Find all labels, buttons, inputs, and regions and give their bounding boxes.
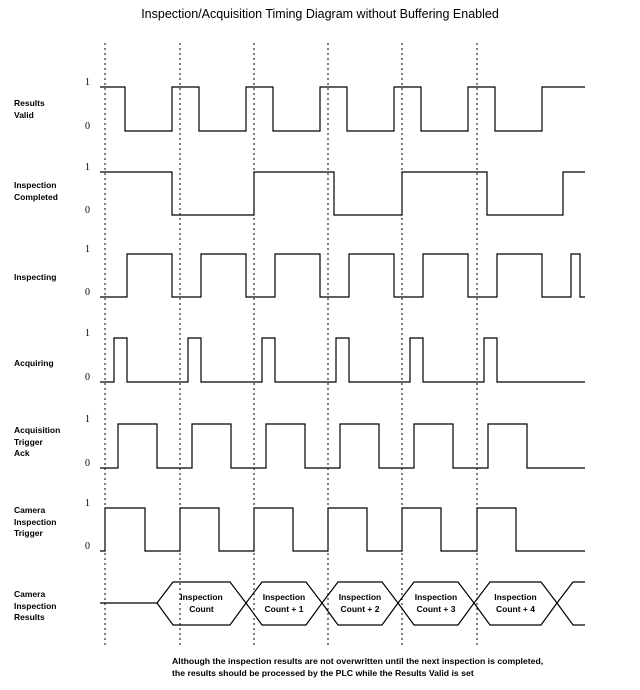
bus-tail-bottom — [556, 602, 585, 626]
axis-high-value-acquiring: 1 — [85, 328, 90, 339]
signal-label-inspecting: Inspecting — [14, 272, 57, 282]
waveform-inspecting — [100, 253, 585, 298]
axis-high-value-inspecting: 1 — [85, 244, 90, 255]
waveform-acquiring — [100, 337, 585, 383]
bus-waveform-group — [100, 581, 585, 626]
axis-low-value-results-valid: 0 — [85, 121, 90, 132]
waveform-inspection-completed — [100, 171, 585, 216]
bus-cell-label-4: Inspection Count + 4 — [494, 592, 537, 614]
bus-cell-top-1 — [245, 581, 323, 604]
signal-label-inspection-completed: Inspection Completed — [14, 180, 58, 202]
gridlines-group — [104, 43, 478, 646]
page-title: Inspection/Acquisition Timing Diagram wi… — [141, 7, 499, 21]
axis-low-value-inspecting: 0 — [85, 287, 90, 298]
axis-high-value-acquisition-trigger-ack: 1 — [85, 414, 90, 425]
axis-high-value-inspection-completed: 1 — [85, 162, 90, 173]
bus-cell-bottom-1 — [245, 602, 323, 626]
bus-cell-label-3: Inspection Count + 3 — [414, 592, 458, 614]
bus-cell-bottom-3 — [397, 602, 475, 626]
bus-tail-top — [556, 581, 585, 604]
bus-cell-bottom-2 — [321, 602, 399, 626]
signal-label-acquiring: Acquiring — [14, 358, 54, 368]
signal-label-results-valid: Results Valid — [14, 98, 45, 120]
bus-cell-top-4 — [473, 581, 558, 604]
signal-label-acquisition-trigger-ack: Acquisition Trigger Ack — [14, 425, 61, 458]
bus-cell-top-3 — [397, 581, 475, 604]
axis-low-value-acquisition-trigger-ack: 0 — [85, 458, 90, 469]
waveform-camera-inspection-trigger — [100, 507, 585, 552]
axis-low-value-inspection-completed: 0 — [85, 205, 90, 216]
bus-cell-bottom-4 — [473, 602, 558, 626]
bus-cell-top-2 — [321, 581, 399, 604]
bus-cell-bottom-0 — [156, 602, 247, 626]
waveforms-group — [100, 86, 585, 552]
waveform-acquisition-trigger-ack — [100, 423, 585, 469]
bus-cell-label-1: Inspection Count + 1 — [262, 592, 306, 614]
footnote-text: Although the inspection results are not … — [172, 656, 544, 678]
waveform-results-valid — [100, 86, 585, 132]
axis-high-value-camera-inspection-trigger: 1 — [85, 498, 90, 509]
bus-cell-label-0: Inspection Count — [180, 592, 223, 614]
bus-cell-label-2: Inspection Count + 2 — [338, 592, 382, 614]
bus-cell-top-0 — [156, 581, 247, 604]
signal-label-camera-inspection-trigger: Camera Inspection Trigger — [14, 505, 57, 538]
axis-low-value-acquiring: 0 — [85, 372, 90, 383]
axis-low-value-camera-inspection-trigger: 0 — [85, 541, 90, 552]
signal-label-camera-inspection-results: Camera Inspection Results — [14, 589, 57, 622]
axis-high-value-results-valid: 1 — [85, 77, 90, 88]
